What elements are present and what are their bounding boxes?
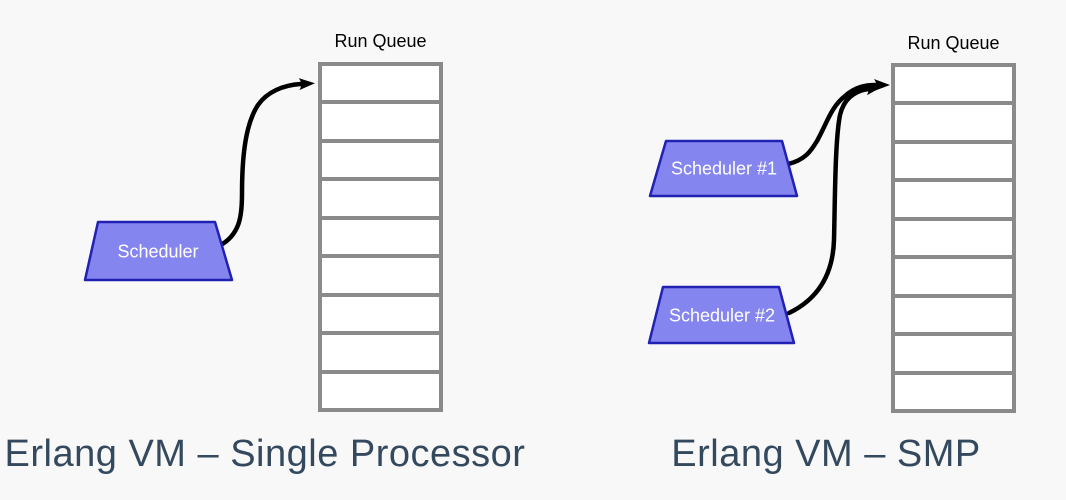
- run-queue-cell: [322, 258, 439, 293]
- run-queue-cell: [895, 259, 1012, 294]
- run-queue-cell: [322, 104, 439, 139]
- run-queue-cell: [322, 142, 439, 178]
- run-queue-label-right: Run Queue: [907, 33, 1000, 53]
- scheduler-label: Scheduler: [117, 241, 199, 262]
- caption-single-processor: Erlang VM – Single Processor: [4, 433, 526, 475]
- scheduler1-trapezoid: [648, 139, 799, 198]
- run-queue-left: [318, 62, 443, 412]
- run-queue-cell: [895, 182, 1012, 217]
- scheduler1-label: Scheduler #1: [670, 158, 778, 179]
- run-queue-cell: [322, 219, 439, 255]
- run-queue-cell: [895, 143, 1012, 179]
- run-queue-cell: [895, 67, 1012, 102]
- run-queue-cell: [322, 373, 439, 408]
- caption-smp: Erlang VM – SMP: [671, 433, 981, 475]
- arrow-scheduler-to-queue: [216, 78, 315, 249]
- scheduler2-label: Scheduler #2: [668, 305, 776, 326]
- arrow-scheduler1-to-queue: [785, 79, 890, 167]
- run-queue-cell: [895, 374, 1012, 409]
- run-queue-cell: [895, 297, 1012, 333]
- run-queue-cell: [895, 220, 1012, 256]
- scheduler2-trapezoid: [647, 285, 796, 345]
- run-queue-cell: [322, 181, 439, 216]
- run-queue-cell: [895, 105, 1012, 140]
- scheduler-trapezoid: [83, 220, 234, 282]
- run-queue-cell: [895, 336, 1012, 371]
- run-queue-cell: [322, 296, 439, 332]
- run-queue-label-left: Run Queue: [334, 31, 427, 51]
- run-queue-cell: [322, 335, 439, 370]
- run-queue-cell: [322, 66, 439, 101]
- arrow-scheduler2-to-queue: [786, 83, 882, 316]
- run-queue-right: [891, 63, 1016, 413]
